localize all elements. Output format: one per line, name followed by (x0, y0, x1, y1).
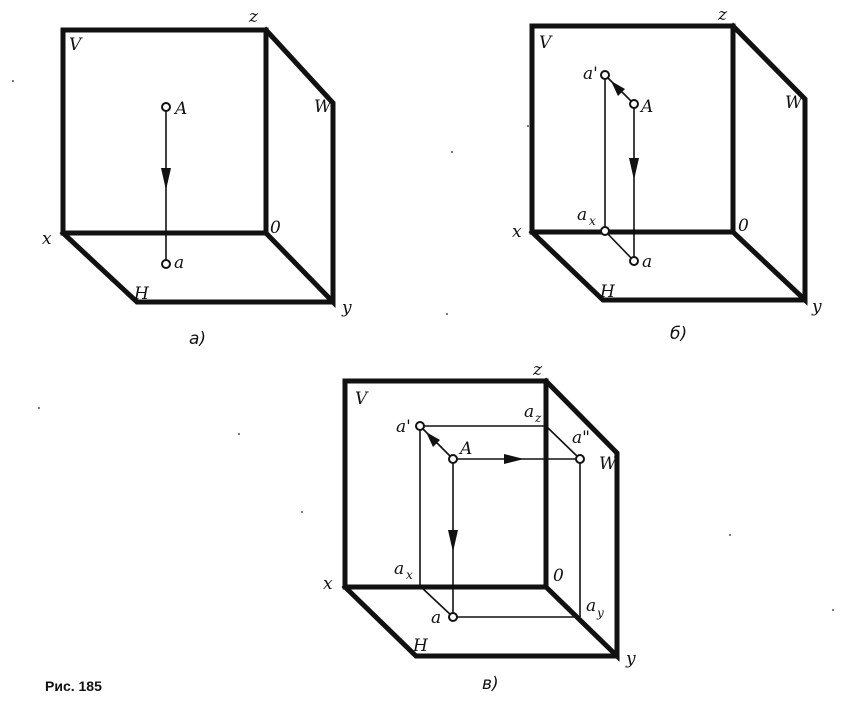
label-A: A (458, 439, 472, 459)
label-A: A (173, 99, 187, 119)
point-a-prime (415, 421, 425, 431)
point-ax (600, 226, 610, 236)
label-w: W (785, 93, 804, 113)
link-ax-to-a (604, 230, 635, 262)
label-ax: a (577, 205, 587, 225)
label-a: a (431, 608, 441, 628)
plane-w-edge (729, 22, 808, 306)
label-h: H (133, 284, 150, 304)
label-h: H (412, 636, 429, 656)
arrow-down (629, 158, 639, 180)
point-a (448, 612, 458, 622)
point-a (161, 259, 171, 269)
label-y: y (625, 649, 636, 669)
label-a: a (642, 252, 652, 272)
plane-w-edge (542, 377, 620, 662)
point-a-prime (600, 70, 610, 80)
label-ax: a (394, 559, 404, 579)
label-z: z (532, 360, 543, 380)
panel-caption-b: б) (670, 324, 687, 344)
label-a-prime: a' (396, 417, 411, 437)
label-x: x (512, 222, 522, 242)
label-origin: 0 (270, 218, 281, 238)
label-ay: a (586, 596, 596, 616)
label-origin: 0 (738, 216, 749, 236)
label-h: H (599, 282, 616, 302)
arrow-down (448, 530, 458, 552)
label-v: V (539, 33, 553, 53)
line-ax-a (419, 585, 454, 618)
label-y: y (341, 298, 352, 318)
point-a-dprime (575, 454, 585, 464)
point-a (629, 256, 639, 266)
label-z: z (248, 7, 259, 27)
arrow-to-v (426, 432, 440, 447)
label-a: a (174, 253, 184, 273)
plane-v (60, 27, 269, 236)
scan-specks (12, 80, 834, 611)
panel-b: z V W x 0 H y A a' a x a б) (512, 5, 822, 344)
label-x: x (42, 229, 52, 249)
plane-v (342, 378, 549, 590)
panel-caption-c: в) (482, 674, 499, 694)
point-A (629, 99, 639, 109)
panel-c: z V W x 0 H y A a' a" a z a x a y a в) (323, 360, 636, 694)
label-w: W (599, 454, 618, 474)
label-A: A (639, 97, 653, 117)
label-az: a (524, 402, 534, 422)
arrow-to-v (611, 81, 625, 96)
label-z: z (717, 5, 728, 25)
point-A (448, 454, 458, 464)
arrow-right (504, 454, 524, 464)
figure-caption: Рис. 185 (45, 678, 102, 694)
plane-h-edge (341, 583, 620, 659)
panel-caption-a: а) (189, 329, 206, 349)
label-v: V (69, 35, 83, 55)
label-x: x (323, 574, 333, 594)
label-a-dprime: a" (572, 428, 590, 448)
label-ax-sub: x (589, 214, 596, 228)
plane-h-edge (59, 229, 336, 305)
label-ay-sub: y (596, 606, 604, 620)
label-w: W (314, 97, 333, 117)
panel-a: z V W x 0 H y A a а) (42, 7, 352, 349)
plane-w-edge (262, 26, 336, 309)
plane-v (529, 23, 736, 235)
arrow-down (161, 168, 171, 190)
label-y: y (811, 297, 822, 317)
plane-h-edge (528, 228, 808, 303)
line-az-a-dprime (545, 425, 581, 460)
label-az-sub: z (534, 411, 542, 425)
label-origin: 0 (553, 566, 564, 586)
label-v: V (355, 389, 369, 409)
label-ax-sub: x (406, 568, 413, 582)
point-A (161, 102, 171, 112)
label-a-prime: a' (583, 64, 598, 84)
